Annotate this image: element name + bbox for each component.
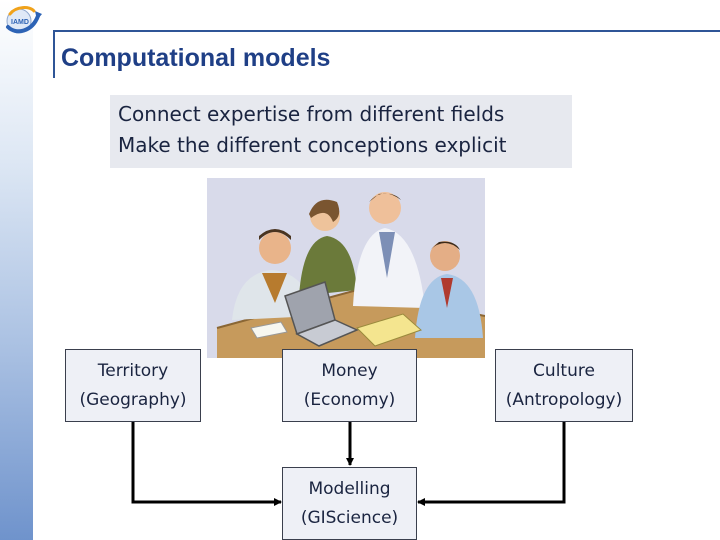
- svg-text:IAMD: IAMD: [11, 19, 29, 26]
- money-box: Money (Economy): [282, 349, 417, 422]
- culture-sublabel: (Antropology): [505, 389, 623, 410]
- modelling-sublabel: (GIScience): [300, 507, 399, 528]
- money-label: Money: [321, 360, 378, 381]
- arrow-territory-to-modelling: [131, 422, 282, 506]
- bullet-line-1: Connect expertise from different fields: [118, 102, 505, 126]
- culture-box: Culture (Antropology): [495, 349, 633, 422]
- sidebar-gradient: [0, 0, 33, 540]
- modelling-box: Modelling (GIScience): [282, 467, 417, 540]
- territory-sublabel: (Geography): [79, 389, 187, 410]
- bullet-line-2: Make the different conceptions explicit: [118, 133, 507, 157]
- culture-label: Culture: [533, 360, 595, 381]
- slide-title: Computational models: [61, 44, 331, 72]
- territory-label: Territory: [97, 360, 169, 381]
- arrow-culture-to-modelling: [417, 422, 566, 506]
- bullet-box: Connect expertise from different fields …: [110, 95, 572, 168]
- logo-icon: IAMD: [6, 6, 42, 34]
- title-rule-vertical: [53, 30, 55, 78]
- team-meeting-picture: [207, 178, 485, 358]
- money-sublabel: (Economy): [303, 389, 396, 410]
- modelling-label: Modelling: [308, 478, 391, 499]
- title-rule-horizontal: [53, 30, 720, 32]
- territory-box: Territory (Geography): [65, 349, 201, 422]
